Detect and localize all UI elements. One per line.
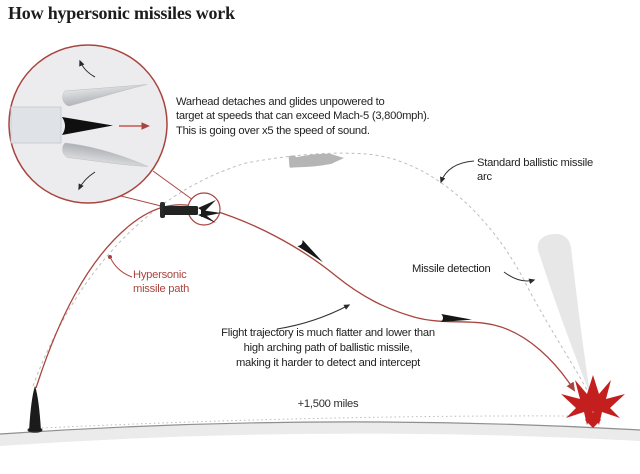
separation-inset <box>8 44 168 204</box>
inset-note-line: Warhead detaches and glides unpowered to <box>176 96 385 108</box>
warhead-dart-icon <box>62 117 113 135</box>
hypersonic-path-label: Hypersonic missile path <box>133 268 189 297</box>
glide-vehicle-icon <box>440 314 472 322</box>
trajectory-note: Flight trajectory is much flatter and lo… <box>182 326 474 371</box>
fairing-up-arrow <box>79 59 96 78</box>
hypersonic-path-label-line: missile path <box>133 283 190 296</box>
trajectory-note-line: making it harder to detect and intercept <box>235 357 421 369</box>
trajectory-note-line: Flight trajectory is much flatter and lo… <box>221 327 435 339</box>
ballistic-arc-label-line: arc <box>477 171 492 184</box>
lower-fairing-icon <box>62 142 149 167</box>
hypersonic-path-label-line: Hypersonic <box>133 269 187 281</box>
glide-vehicle-icon <box>297 239 323 263</box>
trajectory-label-arrow <box>276 304 351 330</box>
explosion-icon <box>561 375 625 428</box>
ballistic-label-arrow <box>440 160 475 184</box>
fairing-down-arrow <box>78 171 96 191</box>
earth-surface-line <box>0 421 640 435</box>
trajectory-note-line: high arching path of ballistic missile, <box>243 342 413 354</box>
ballistic-arc-label-line: Standard ballistic missile <box>477 157 593 169</box>
launch-missile-icon <box>27 386 43 433</box>
page-title: How hypersonic missiles work <box>8 3 235 23</box>
hypersonic-label-leader <box>110 258 133 278</box>
detection-cone <box>537 233 590 394</box>
upper-fairing-icon <box>62 84 148 107</box>
distance-label: +1,500 miles <box>297 398 359 410</box>
detection-label-arrow <box>503 271 536 285</box>
inset-note: Warhead detaches and glides unpowered to… <box>176 95 430 138</box>
callout-leader-line <box>152 170 194 201</box>
hypersonic-path <box>35 204 576 392</box>
ballistic-arc-label: Standard ballistic missile arc <box>477 156 617 185</box>
earth-surface-fill <box>0 421 640 446</box>
ballistic-missile-icon <box>288 153 344 168</box>
detection-label: Missile detection <box>412 263 491 275</box>
inset-note-line: target at speeds that can exceed Mach-5 … <box>176 110 430 123</box>
distance-dotted-line <box>41 415 569 429</box>
booster-body-icon <box>10 106 62 144</box>
hypersonic-label-dot <box>108 255 112 259</box>
inset-note-line: This is going over x5 the speed of sound… <box>176 124 370 137</box>
warhead-separation-small-icon <box>160 200 221 223</box>
